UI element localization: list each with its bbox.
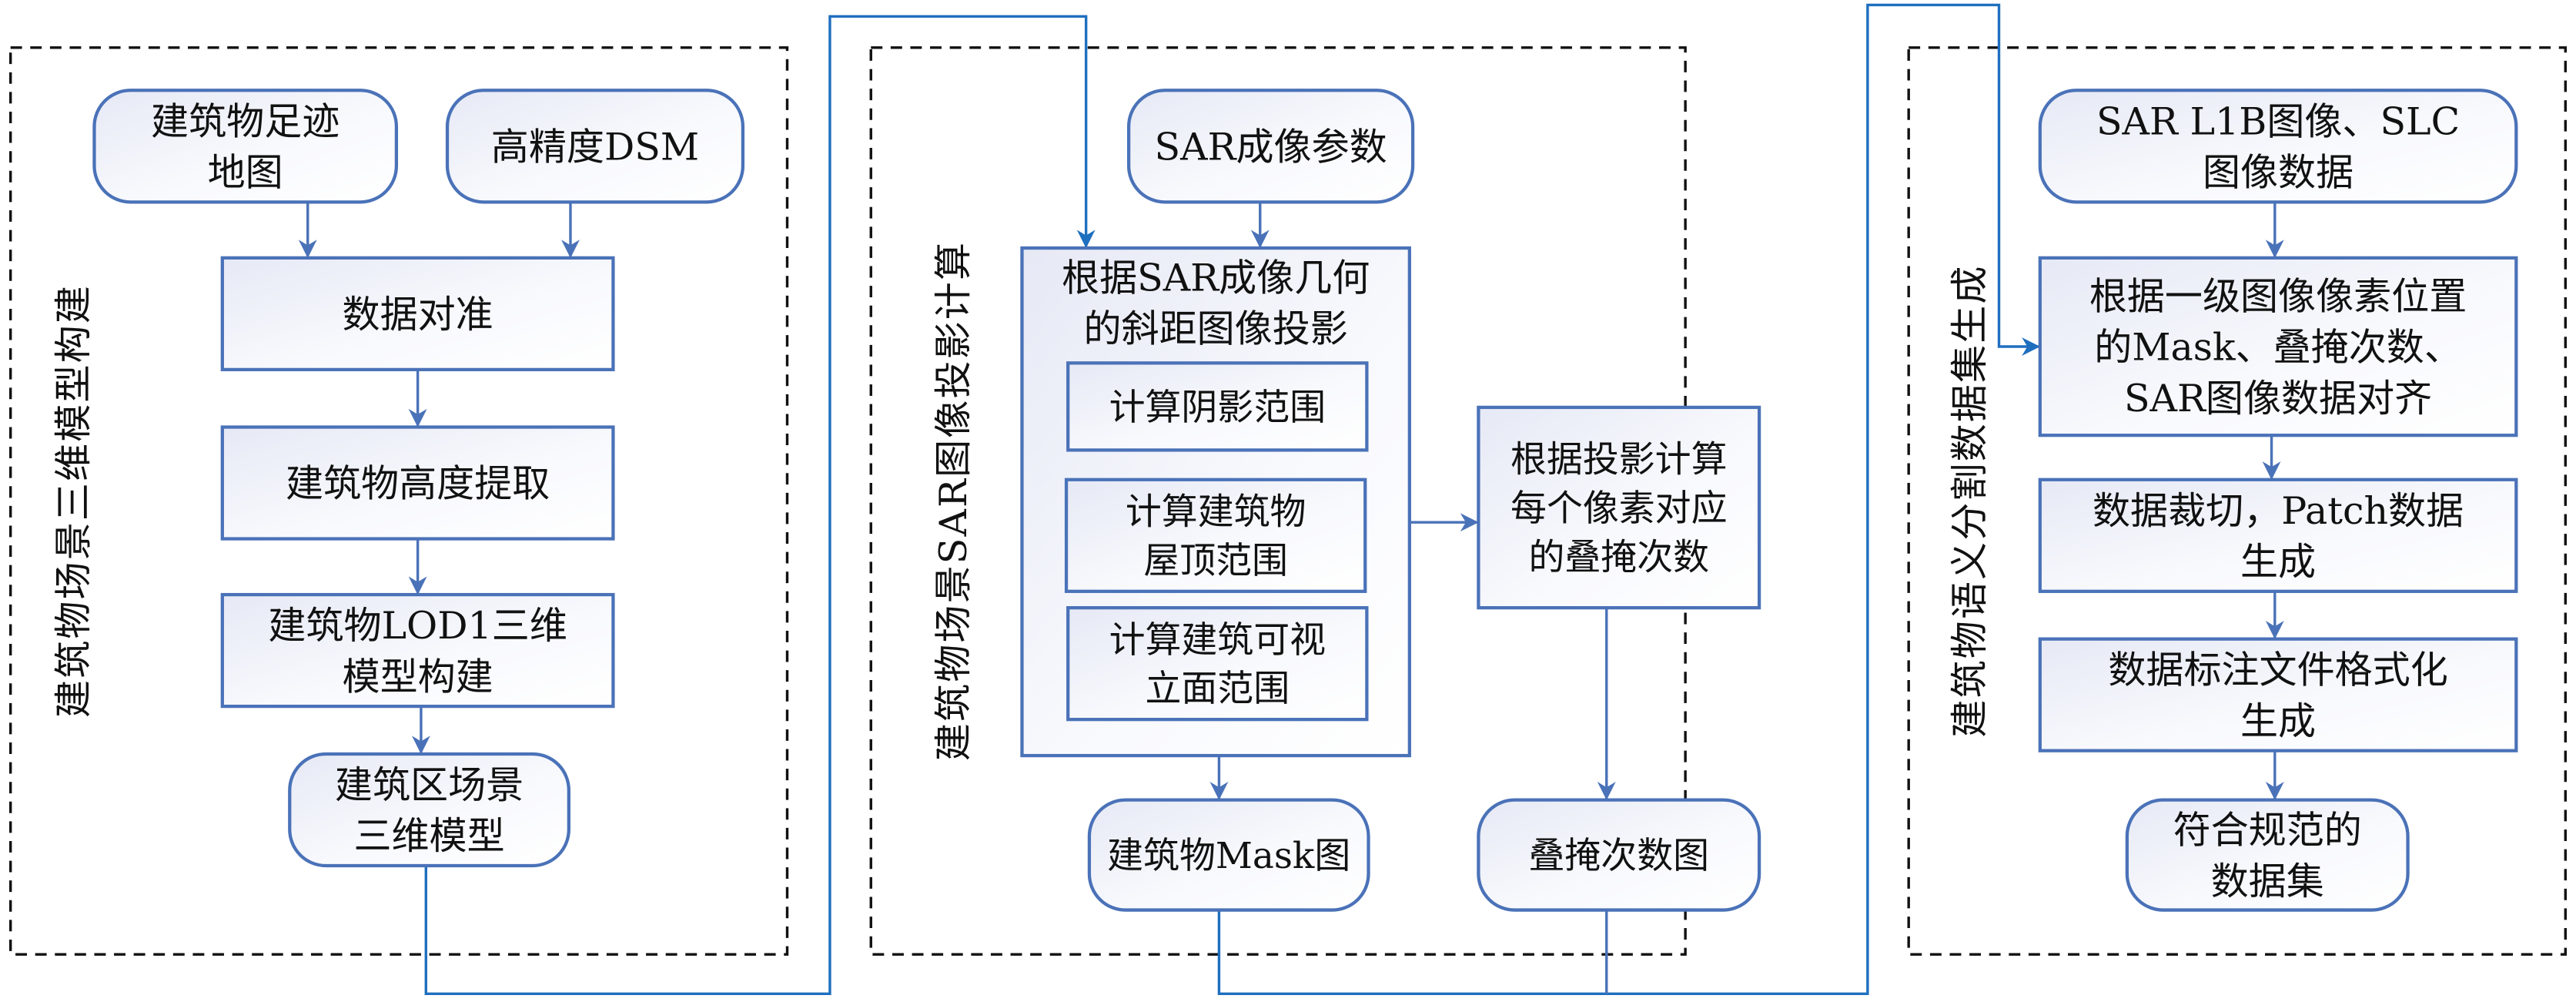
node-compute-layover-count-label-line: 根据投影计算 [1510, 439, 1727, 481]
node-scene-3d-model-shape [288, 752, 570, 868]
node-building-mask-map-shape [1087, 798, 1370, 912]
node-high-precision-dsm-shape [445, 89, 745, 204]
node-high-precision-dsm: 高精度DSM [445, 89, 745, 204]
node-standard-dataset-label-line: 数据集 [2211, 859, 2324, 903]
node-lod1-model-construction-shape [220, 592, 615, 709]
node-compute-facade-extent-label-line: 立面范围 [1145, 668, 1290, 710]
node-sar-l1b-slc-data-label-line: 图像数据 [2203, 150, 2354, 195]
node-compute-shadow-extent-shape [1066, 361, 1369, 452]
node-building-footprint-map-label-line: 地图 [208, 150, 283, 195]
node-compute-roof-extent-label-line: 计算建筑物 [1126, 491, 1306, 534]
link-3d-model-to-projection [424, 15, 1096, 996]
node-data-alignment-shape [220, 256, 615, 372]
node-layover-count-map: 叠掩次数图 [1477, 798, 1761, 912]
node-annotation-formatting-label-line: 数据标注文件格式化 [2108, 648, 2447, 692]
node-building-height-extraction-shape [220, 425, 615, 541]
node-lod1-model-construction-label-line: 模型构建 [343, 654, 493, 699]
node-annotation-formatting-shape [2038, 637, 2518, 752]
node-standard-dataset-shape [2125, 798, 2410, 912]
node-patch-generation-label-line: 生成 [2240, 539, 2316, 584]
node-data-alignment-label-line: 数据对准 [343, 292, 493, 337]
node-sar-imaging-params: SAR成像参数 [1126, 89, 1415, 204]
panel-3d-model-border [8, 46, 789, 956]
node-building-height-extraction: 建筑物高度提取 [220, 425, 615, 541]
node-compute-facade-extent-label-line: 计算建筑可视 [1109, 619, 1326, 662]
node-sar-l1b-slc-data-label-line: SAR L1B图像、SLC [2096, 99, 2460, 143]
link-outputs-to-dataset [1217, 3, 2041, 996]
node-layover-count-map-shape [1477, 798, 1761, 912]
node-compute-roof-extent-shape [1064, 478, 1367, 593]
node-pixel-alignment-shape [2038, 256, 2518, 437]
panel-title-sar-projection: 建筑物场景SAR图像投影计算 [931, 241, 975, 761]
node-building-footprint-map-shape [92, 89, 399, 204]
node-compute-layover-count-label-line: 每个像素对应 [1510, 488, 1727, 530]
node-pixel-alignment-label-line: SAR图像数据对齐 [2124, 376, 2432, 421]
node-building-mask-map-label-line: 建筑物Mask图 [1107, 835, 1350, 877]
node-patch-generation-shape [2038, 478, 2518, 593]
node-sar-imaging-params-shape [1126, 89, 1415, 204]
panel-dataset-generation-border [1907, 46, 2568, 956]
node-sar-l1b-slc-data: SAR L1B图像、SLC 图像数据 [2038, 89, 2518, 204]
node-layover-count-map-label-line: 叠掩次数图 [1528, 835, 1709, 877]
node-scene-3d-model-label-line: 建筑区场景 [335, 762, 524, 807]
node-compute-roof-extent-label-line: 屋顶范围 [1143, 540, 1288, 582]
node-sar-imaging-params-label-line: SAR成像参数 [1155, 124, 1387, 169]
panel-title-dataset-generation: 建筑物语义分割数据集生成 [1947, 264, 1992, 737]
node-high-precision-dsm-label-line: 高精度DSM [491, 124, 699, 169]
node-building-mask-map: 建筑物Mask图 [1087, 798, 1370, 912]
node-patch-generation-label-line: 数据裁切，Patch数据 [2093, 488, 2464, 533]
node-pixel-alignment-label-line: 的Mask、叠掩次数、 [2094, 325, 2462, 370]
node-compute-layover-count-shape [1477, 405, 1761, 610]
node-compute-shadow-extent: 计算阴影范围 [1066, 361, 1369, 452]
node-standard-dataset-label-line: 符合规范的 [2173, 808, 2362, 853]
node-scene-3d-model-label-line: 三维模型 [353, 813, 504, 858]
node-building-footprint-map-label-line: 建筑物足迹 [151, 99, 340, 143]
node-annotation-formatting-label-line: 生成 [2240, 699, 2316, 743]
node-compute-layover-count-label-line: 的叠掩次数 [1528, 536, 1709, 578]
node-slant-range-projection-label-line: 根据SAR成像几何 [1062, 256, 1370, 300]
node-compute-shadow-extent-label-line: 计算阴影范围 [1109, 387, 1326, 429]
node-data-alignment: 数据对准 [220, 256, 615, 372]
node-pixel-alignment-label-line: 根据一级图像像素位置 [2089, 273, 2467, 318]
node-lod1-model-construction-label-line: 建筑物LOD1三维 [268, 603, 567, 648]
node-slant-range-projection-label-line: 的斜距图像投影 [1083, 307, 1347, 351]
panel-title-3d-model: 建筑物场景三维模型构建 [51, 284, 95, 718]
node-compute-facade-extent-shape [1066, 605, 1369, 722]
node-building-height-extraction-label-line: 建筑物高度提取 [286, 461, 550, 506]
node-sar-l1b-slc-data-shape [2038, 89, 2518, 204]
